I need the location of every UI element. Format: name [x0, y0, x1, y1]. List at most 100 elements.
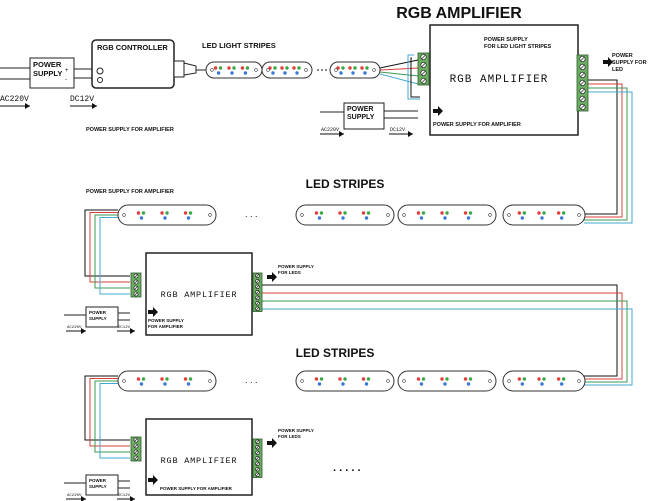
middle-led-strip-led-blue [419, 216, 424, 220]
middle-led-strip-hole [402, 213, 406, 217]
middle-led-strip-led-green [542, 211, 546, 215]
continuation-dot [321, 69, 323, 71]
middle-led-strip-led-blue [341, 216, 345, 220]
bottom-amp-output-terminal-screw-slot [256, 451, 259, 455]
dc-output-label: DC12V [70, 95, 94, 104]
middle-led-strip [117, 204, 217, 226]
bottom-led-strip-led-blue [341, 382, 345, 386]
bottom-led-stripes-heading: LED STRIPES [296, 346, 375, 360]
dc-arrow-head [92, 103, 97, 109]
ps-for-amp-left-label: POWER SUPPLY FOR AMPLIFIER [86, 127, 174, 133]
bottom-led-strip-led-red [183, 377, 188, 381]
top-amp-input-terminal-screw-slot [421, 70, 426, 76]
controller-port [97, 77, 103, 83]
top-amp-input-terminal-screw-slot [421, 54, 426, 60]
bottom-led-strip-led-red [361, 377, 366, 381]
middle-amp-input-terminal-screw-slot [134, 274, 138, 278]
top-amp-input-terminal-screw-slot [421, 78, 426, 84]
top-amp-output-terminal-screw-slot [580, 64, 585, 70]
middle-long-run-wire [262, 292, 623, 380]
middle-led-strip-led-blue [364, 216, 369, 220]
middle-amp-input-terminal-screw-slot [134, 292, 138, 296]
bottom-led-strip-led-blue [443, 382, 447, 386]
bottom-led-strip [502, 370, 586, 392]
controller-port [96, 67, 104, 75]
top-led-strip-led-blue [339, 71, 343, 75]
bottom-small-power-supply-box [85, 474, 119, 496]
ps-for-amp-inner-label: POWER SUPPLY FOR AMPLIFIER [433, 122, 521, 128]
small-dc-arrow-head [408, 131, 413, 137]
small-ac-arrow-head [339, 131, 344, 137]
power-supply-box [29, 57, 75, 89]
bottom-led-strip-led-blue [317, 382, 322, 386]
top-led-strip-hole [266, 68, 270, 72]
bottom-led-strip-led-green [343, 377, 347, 381]
bottom-amp-output-terminal-screw-slot [256, 456, 259, 460]
top-amp-output-terminal-screw-slot [580, 80, 585, 86]
bottom-feed-wire [84, 375, 130, 441]
bottom-led-strip-led-green [522, 377, 527, 381]
bottom-led-strip-led-red [338, 377, 342, 381]
middle-led-strip-led-blue [139, 216, 144, 220]
wire-blue [379, 73, 419, 85]
bottom-led-strip-led-red [160, 377, 164, 381]
bottom-led-strip-led-red [556, 377, 561, 381]
bottom-amplifier-name: RGB AMPLIFIER [161, 456, 238, 466]
middle-feed-wire [94, 214, 130, 289]
controller-plug [173, 60, 185, 78]
middle-led-strip-led-red [416, 211, 421, 215]
middle-led-strip-hole [208, 213, 212, 217]
small-dc-label: DC12V [390, 127, 405, 133]
down-run-wire [584, 79, 618, 215]
middle-led-strip-hole [300, 213, 304, 217]
bottom-led-strip-led-blue [520, 382, 525, 386]
top-led-strip-led-blue [243, 71, 248, 75]
middle-led-strip-led-green [366, 211, 371, 215]
top-led-strip-led-green [297, 66, 301, 70]
top-led-strip-led-green [232, 66, 236, 70]
bottom-led-strip-led-green [188, 377, 193, 381]
middle-ps-inner-arrow [148, 307, 158, 317]
middle-led-strip-led-green [445, 211, 449, 215]
bottom-ps-leds-arrow [267, 438, 277, 448]
middle-led-strip-led-red [361, 211, 366, 215]
middle-amp-output-terminal-screw-slot [256, 307, 259, 311]
bottom-continuation-dots: . . . [245, 375, 258, 385]
middle-long-run-wire [262, 308, 633, 386]
middle-led-strip-led-red [440, 211, 444, 215]
bottom-small-dc-label: DC12V [118, 494, 131, 498]
middle-led-stripes-heading: LED STRIPES [306, 177, 385, 191]
middle-amplifier-box [145, 252, 253, 336]
top-led-strip-led-blue [230, 71, 234, 75]
controller-plug-tip [183, 62, 197, 76]
middle-led-strip-hole [386, 213, 390, 217]
middle-feed-wire [89, 212, 130, 283]
small-ac-label: AC220V [321, 127, 339, 133]
middle-feed-wire [99, 217, 130, 295]
bottom-amp-output-terminal-screw-slot [256, 473, 259, 477]
top-led-strip-hole [304, 68, 308, 72]
bottom-led-strip [397, 370, 497, 392]
top-led-strip [329, 61, 381, 79]
wire-loop [407, 54, 420, 100]
bottom-led-strip-led-green [319, 377, 324, 381]
top-led-strip-led-blue [271, 71, 275, 75]
top-led-strip-led-red [227, 66, 231, 70]
middle-small-dc-arrow-head [130, 328, 135, 334]
top-led-strip-led-red [280, 66, 284, 70]
top-amp-input-terminal [417, 52, 430, 86]
ps-inner-arrow [433, 106, 443, 116]
wire-green [379, 71, 419, 77]
bottom-led-strip-led-red [314, 377, 319, 381]
bottom-ps-for-amp-inner-label: POWER SUPPLY FOR AMPLIFIER [160, 486, 233, 491]
bottom-led-strip-led-blue [419, 382, 424, 386]
middle-led-strip-led-red [183, 211, 188, 215]
middle-led-strip-led-blue [443, 216, 447, 220]
